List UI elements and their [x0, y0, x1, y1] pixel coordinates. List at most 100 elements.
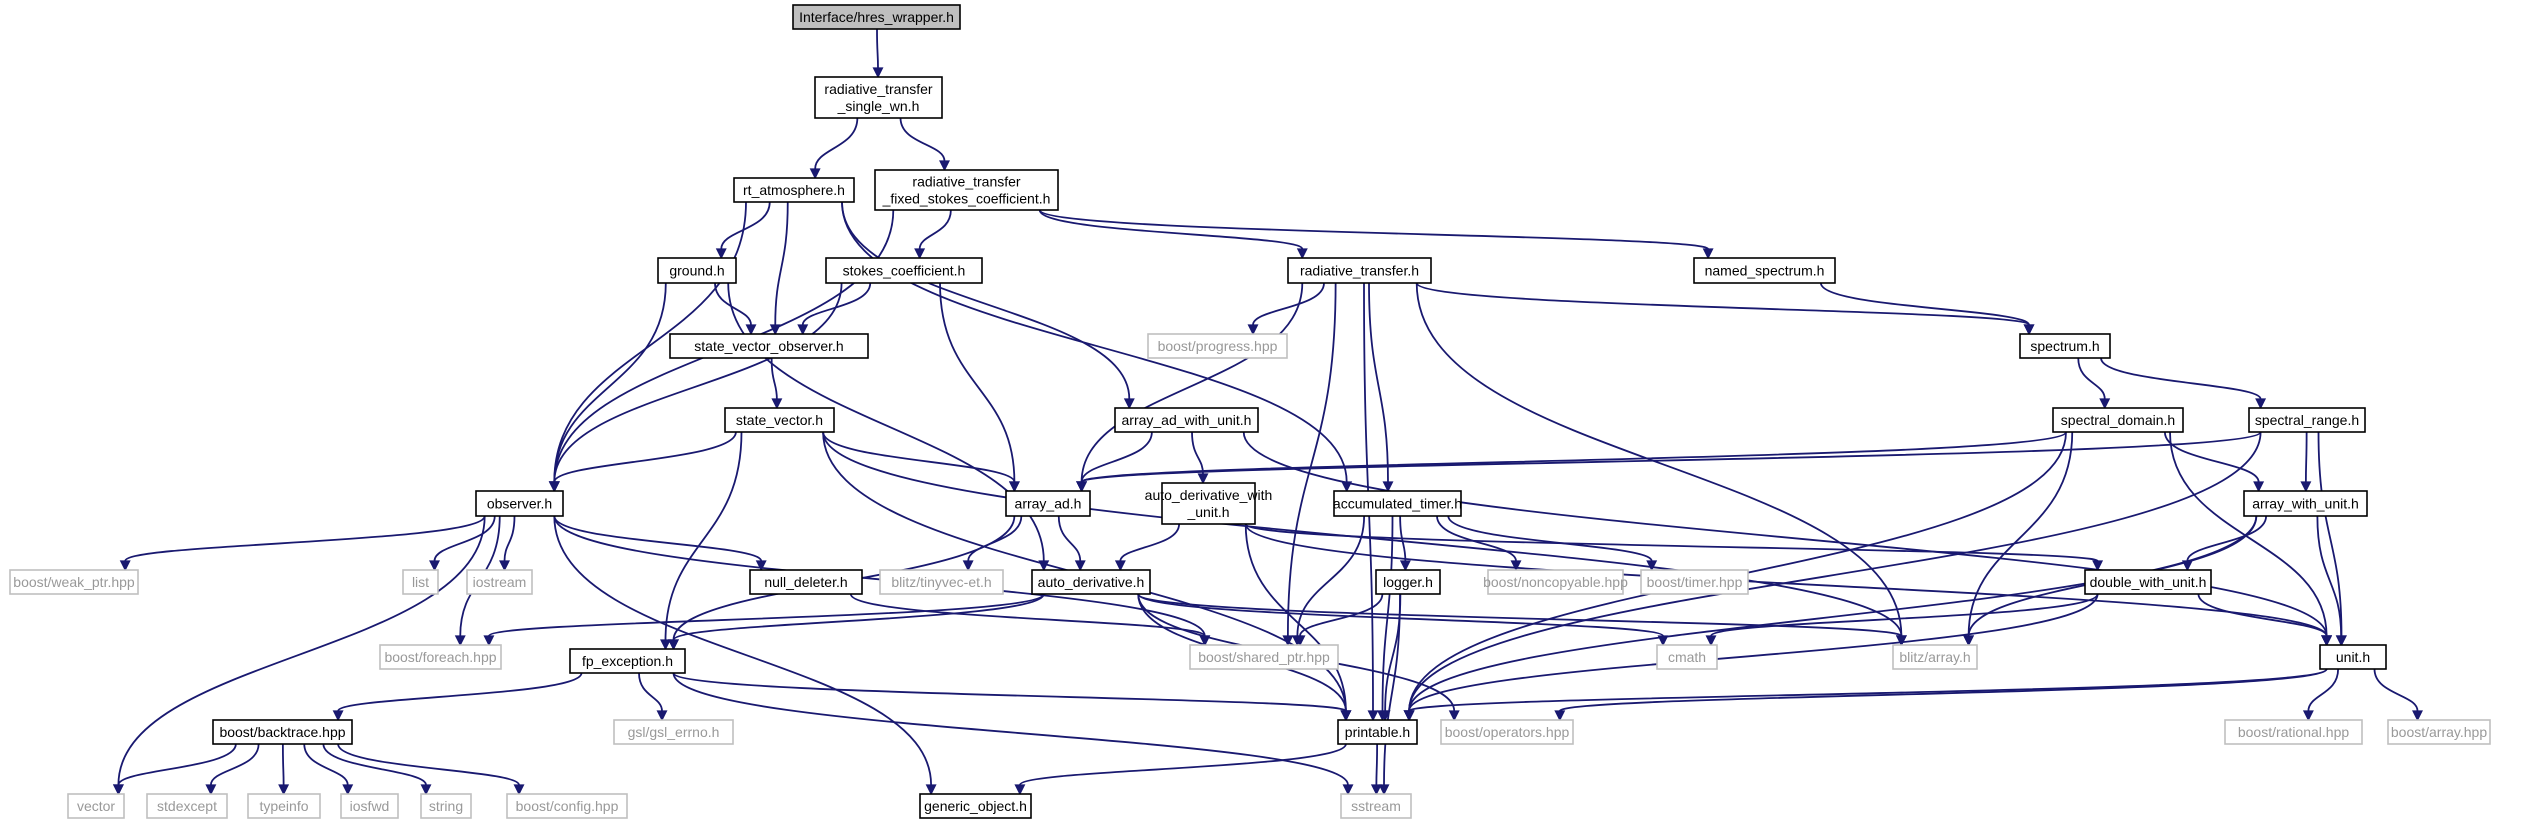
arrowhead-logger-to-sstream: [1378, 784, 1390, 796]
edge-spectrum-to-spectral-domain: [2077, 357, 2106, 400]
nodes-layer: Interface/hres_wrapper.h radiative_transf…: [9, 4, 2491, 819]
edge-array-ad-with-unit-to-unit: [1242, 431, 2328, 637]
node-iosfwd: iosfwd: [340, 793, 399, 819]
node-array-ad[interactable]: array_ad.h: [1005, 490, 1091, 517]
node-hres-wrapper[interactable]: Interface/hres_wrapper.h: [792, 4, 961, 30]
node-array-ad-with-unit[interactable]: array_ad_with_unit.h: [1114, 407, 1259, 433]
node-box: [2387, 719, 2491, 745]
arrowhead-observer-to-iostream: [499, 560, 510, 572]
edge-array-ad-with-unit-to-array-ad: [1080, 431, 1153, 483]
node-label: ground.h: [669, 263, 724, 279]
arrowhead-logger-to-boost-shared-ptr: [1294, 635, 1306, 647]
edge-printable-to-sstream: [1375, 743, 1379, 786]
node-box: [1640, 569, 1749, 595]
edge-spectral-range-to-unit: [2317, 431, 2343, 637]
node-label: double_with_unit.h: [2090, 574, 2207, 590]
node-label: unit.h: [2336, 649, 2370, 665]
arrowhead-spectrum-to-spectral-domain: [2099, 398, 2111, 410]
node-list: list: [402, 569, 439, 595]
arrowhead-state-vector-to-fp-exception: [660, 639, 671, 651]
node-label: array_ad_with_unit.h: [1122, 412, 1252, 428]
arrowhead-array-with-unit-to-unit: [2335, 635, 2347, 647]
node-label: cmath: [1668, 649, 1706, 665]
node-label: _unit.h: [1186, 504, 1229, 520]
node-ground[interactable]: ground.h: [657, 257, 737, 284]
node-label: boost/operators.hpp: [1445, 724, 1570, 740]
edge-unit-to-boost-operators: [1558, 668, 2328, 712]
node-rt-atmosphere[interactable]: rt_atmosphere.h: [733, 177, 855, 203]
edge-rt-single-wn-to-rt-atmosphere: [814, 117, 859, 170]
edge-double-with-unit-to-cmath: [1710, 593, 2099, 637]
node-box: [2243, 490, 2368, 517]
node-null-deleter[interactable]: null_deleter.h: [749, 569, 863, 595]
node-label: boost/config.hpp: [516, 798, 619, 814]
arrowhead-named-spectrum-to-spectrum: [2023, 324, 2035, 336]
node-generic-object[interactable]: generic_object.h: [919, 793, 1032, 819]
node-spectral-range[interactable]: spectral_range.h: [2248, 407, 2366, 433]
edge-auto-derivative-to-cmath: [1137, 593, 1664, 637]
edge-rt-atmosphere-to-state-vector-observer: [774, 201, 789, 326]
node-label: printable.h: [1345, 724, 1410, 740]
node-radiative-transfer[interactable]: radiative_transfer.h: [1287, 257, 1432, 284]
edge-rt-fixed-stokes-to-radiative-transfer: [1038, 209, 1304, 250]
node-spectrum[interactable]: spectrum.h: [2019, 333, 2111, 359]
node-rt-single-wn[interactable]: radiative_transfer_single_wn.h: [814, 76, 943, 119]
node-named-spectrum[interactable]: named_spectrum.h: [1693, 257, 1836, 284]
edge-unit-to-printable: [1408, 668, 2328, 712]
node-label: sstream: [1351, 798, 1401, 814]
arrowhead-boost-backtrace-to-stdexcept: [205, 784, 217, 796]
edge-auto-derivative-with-unit-to-auto-derivative: [1119, 523, 1181, 562]
node-boost-backtrace[interactable]: boost/backtrace.hpp: [212, 719, 353, 745]
node-spectral-domain[interactable]: spectral_domain.h: [2052, 407, 2184, 433]
node-label: state_vector_observer.h: [694, 338, 843, 354]
edge-hres-wrapper-to-rt-single-wn: [876, 28, 879, 69]
node-fp-exception[interactable]: fp_exception.h: [569, 648, 686, 674]
node-unit[interactable]: unit.h: [2319, 644, 2387, 670]
arrowhead-state-vector-to-array-ad: [1008, 481, 1020, 493]
node-box: [2224, 719, 2363, 745]
node-double-with-unit[interactable]: double_with_unit.h: [2084, 569, 2212, 595]
edge-spectral-range-to-array-with-unit: [2304, 431, 2308, 483]
node-stokes-coefficient[interactable]: stokes_coefficient.h: [825, 257, 983, 284]
edge-observer-to-list: [433, 515, 496, 562]
edge-state-vector-to-array-ad: [822, 431, 1016, 483]
node-label: _single_wn.h: [837, 98, 920, 114]
node-boost-progress: boost/progress.hpp: [1147, 333, 1288, 359]
edge-array-ad-with-unit-to-auto-derivative-with-unit: [1191, 431, 1204, 475]
node-state-vector[interactable]: state_vector.h: [724, 407, 835, 433]
node-box: [506, 793, 628, 819]
edge-spectral-domain-to-blitz-array: [1967, 431, 2074, 637]
node-label: list: [412, 574, 429, 590]
node-auto-derivative-with-unit[interactable]: auto_derivative_with_unit.h: [1145, 482, 1273, 525]
node-box: [212, 719, 353, 745]
node-accumulated-timer[interactable]: accumulated_timer.h: [1333, 490, 1462, 517]
node-array-with-unit[interactable]: array_with_unit.h: [2243, 490, 2368, 517]
node-label: iosfwd: [350, 798, 390, 814]
edge-named-spectrum-to-spectrum: [1820, 282, 2030, 326]
node-auto-derivative[interactable]: auto_derivative.h: [1031, 569, 1151, 595]
node-state-vector-observer[interactable]: state_vector_observer.h: [669, 333, 869, 359]
node-logger[interactable]: logger.h: [1375, 569, 1441, 595]
arrowhead-spectrum-to-spectral-range: [2255, 398, 2267, 410]
node-printable[interactable]: printable.h: [1337, 719, 1418, 745]
edge-state-vector-observer-to-state-vector: [770, 357, 778, 400]
node-label: boost/noncopyable.hpp: [1483, 574, 1628, 590]
edge-state-vector-to-fp-exception: [664, 431, 743, 641]
edge-array-with-unit-to-printable: [1408, 515, 2258, 712]
arrowhead-hres-wrapper-to-rt-single-wn: [872, 67, 884, 79]
node-label: boost/array.hpp: [2391, 724, 2487, 740]
node-label: fp_exception.h: [582, 653, 673, 669]
arrowhead-auto-derivative-to-cmath: [1657, 635, 1669, 647]
node-label: auto_derivative_with: [1145, 487, 1273, 503]
arrowhead-unit-to-printable: [1403, 710, 1415, 722]
node-box: [2248, 407, 2366, 433]
node-observer[interactable]: observer.h: [475, 490, 564, 517]
node-box: [247, 793, 321, 819]
arrowhead-double-with-unit-to-unit: [2321, 635, 2333, 647]
arrowhead-observer-to-generic-object: [925, 784, 937, 796]
edge-unit-to-boost-rational: [2307, 668, 2340, 712]
node-box: [657, 257, 737, 284]
node-rt-fixed-stokes[interactable]: radiative_transfer_fixed_stokes_coeffici…: [874, 169, 1059, 211]
arrowhead-state-vector-to-observer: [548, 481, 560, 493]
node-iostream: iostream: [466, 569, 533, 595]
